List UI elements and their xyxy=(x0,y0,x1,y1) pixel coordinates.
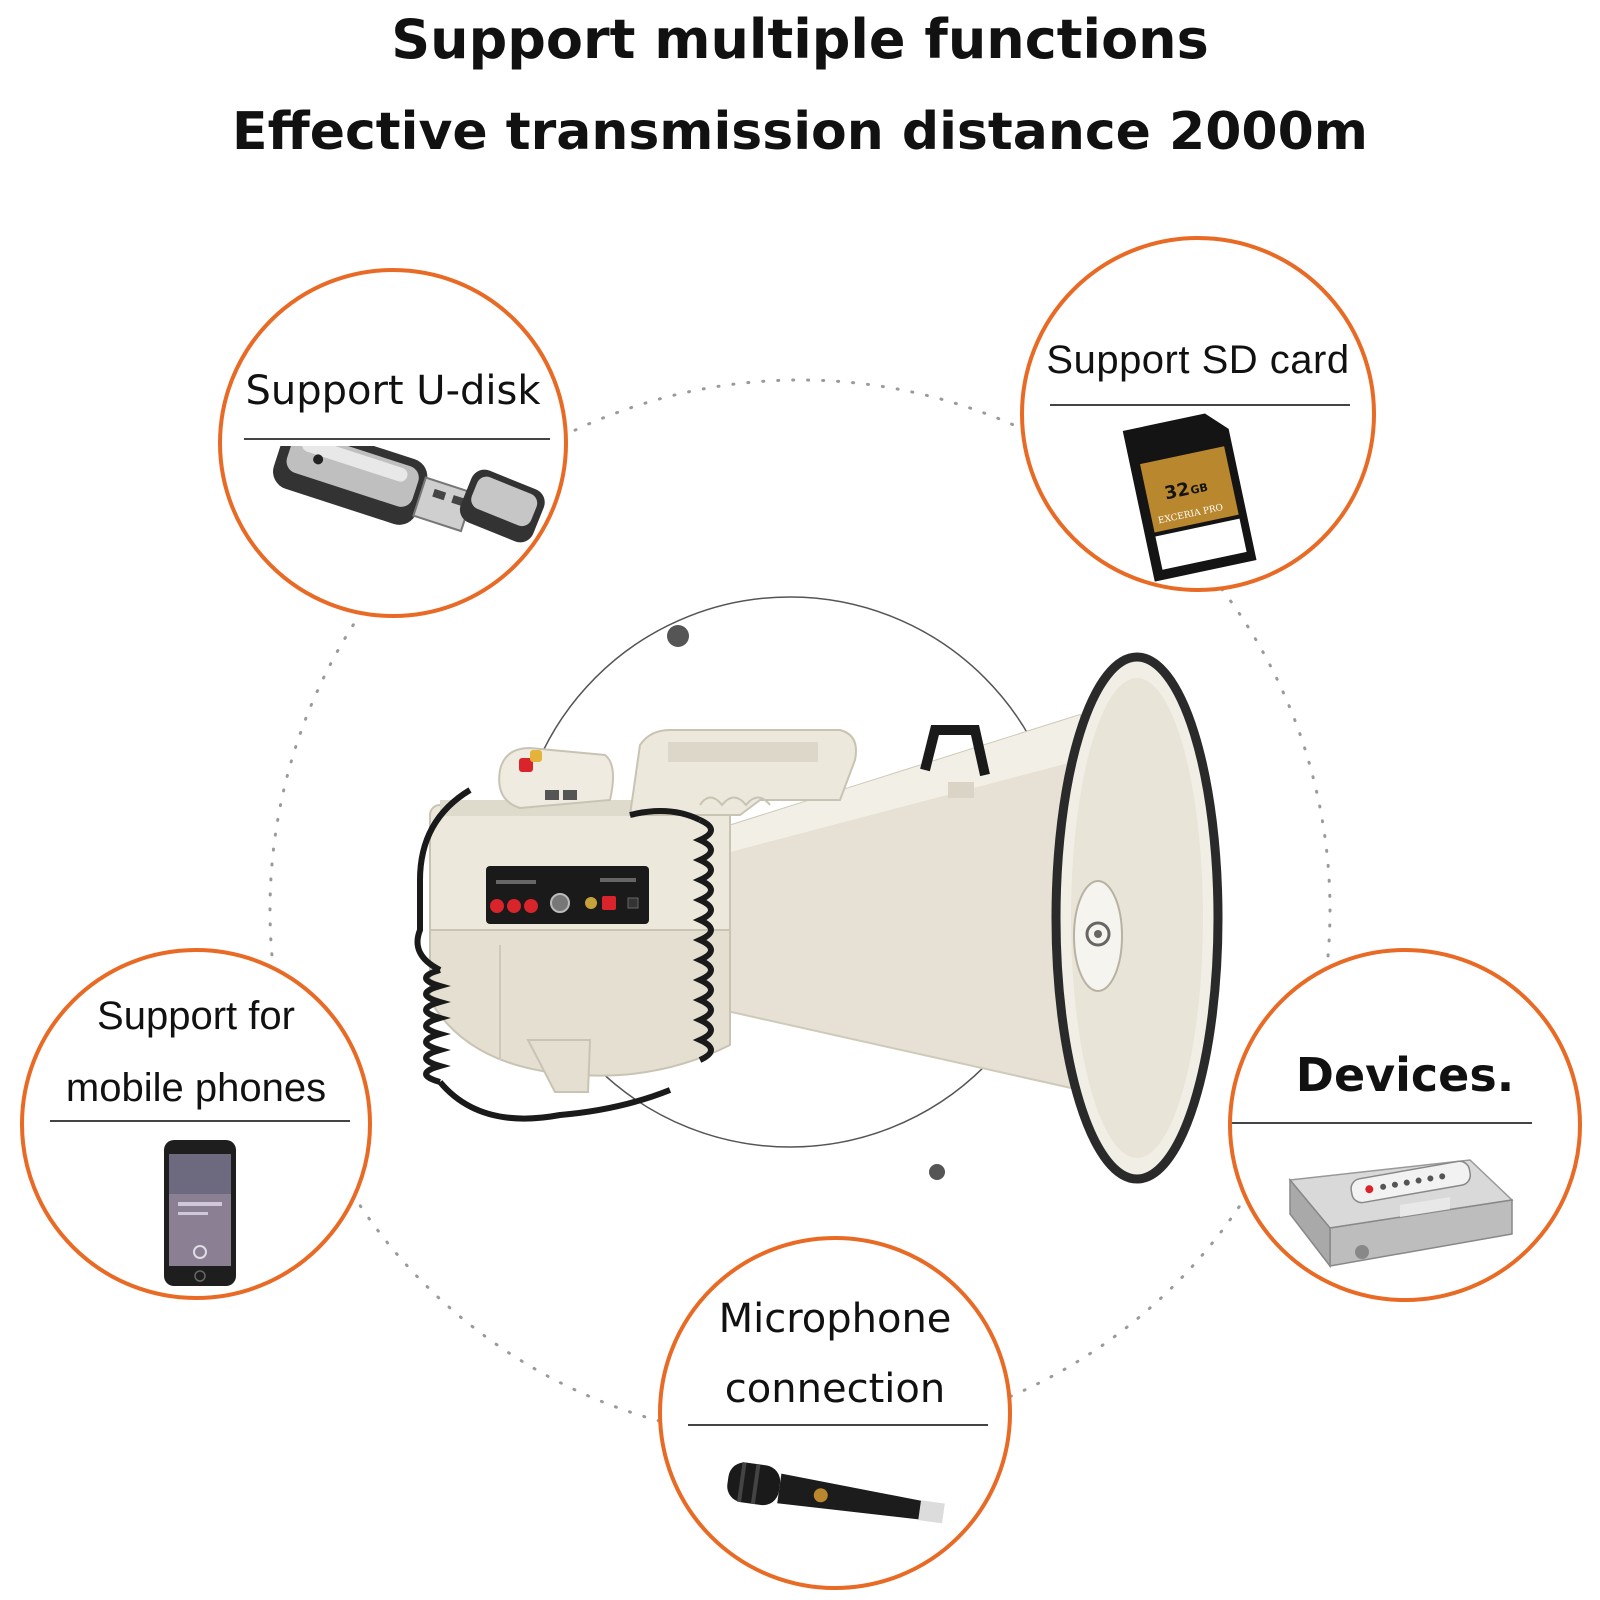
dotted-orbit-ring xyxy=(268,378,1332,1442)
orbit-dot-bottom xyxy=(929,1164,945,1180)
feature-phone-divider xyxy=(50,1120,350,1122)
feature-devices-label: Devices. xyxy=(1295,1048,1515,1102)
feature-mic-label-line1: Microphone xyxy=(718,1296,952,1342)
feature-mic-divider xyxy=(688,1424,988,1426)
feature-sd-card: Support SD card 32 GB EXCERIA PRO xyxy=(1020,236,1376,592)
feature-devices: Devices. xyxy=(1228,948,1582,1302)
sd-card-unit: GB xyxy=(1189,481,1209,497)
feature-sd-label: Support SD card xyxy=(1046,338,1350,382)
headline-secondary: Effective transmission distance 2000m xyxy=(232,102,1368,162)
microphone-icon xyxy=(727,1462,945,1524)
feature-phone-label-line2: mobile phones xyxy=(65,1066,327,1110)
usb-flash-drive-icon xyxy=(273,446,545,543)
feature-sd-divider xyxy=(1050,404,1350,406)
sd-card-icon: 32 GB EXCERIA PRO xyxy=(1122,413,1257,582)
feature-udisk: Support U-disk xyxy=(218,268,568,618)
feature-phone-label-line1: Support for xyxy=(97,994,295,1038)
megaphone-icon xyxy=(414,652,1223,1184)
feature-udisk-divider xyxy=(244,438,550,440)
feature-devices-divider xyxy=(1232,1122,1532,1124)
feature-udisk-label: Support U-disk xyxy=(245,368,541,414)
feature-mic-label-line2: connection xyxy=(724,1366,946,1412)
smartphone-icon xyxy=(164,1140,236,1286)
headline-primary: Support multiple functions xyxy=(391,8,1209,71)
sd-card-capacity: 32 xyxy=(1163,479,1192,505)
set-top-box-remote-icon xyxy=(1288,1159,1514,1269)
orbit-dot-top xyxy=(667,625,689,647)
feature-mobile-phones: Support for mobile phones xyxy=(20,948,372,1300)
feature-microphone-connection: Microphone connection xyxy=(658,1236,1012,1590)
